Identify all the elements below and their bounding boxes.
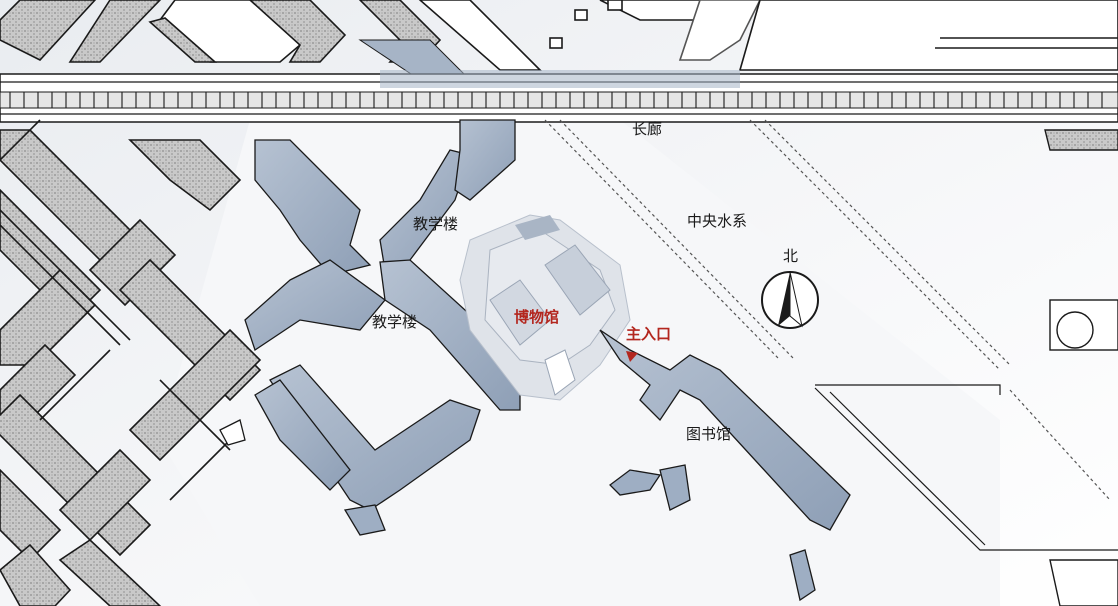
central-water-system [544,119,1118,551]
west-building-grid [0,119,262,606]
water-system-label: 中央水系 [687,212,748,230]
north-label: 北 [783,247,799,265]
main-entrance-label: 主入口 [626,325,672,343]
library-building [599,329,851,602]
corridor-label: 长廊 [632,120,663,138]
east-blocks [1044,129,1118,606]
entrance-marker-icon [626,351,638,362]
museum-building [459,214,631,401]
north-blocks [0,0,1118,71]
teaching-buildings [219,119,521,536]
covered-corridor [0,70,1118,123]
north-arrow-icon [761,271,819,329]
library-label: 图书馆 [686,425,732,443]
museum-label: 博物馆 [514,308,560,326]
teaching-building-label-2: 教学楼 [372,313,418,331]
teaching-building-label-1: 教学楼 [413,215,459,233]
